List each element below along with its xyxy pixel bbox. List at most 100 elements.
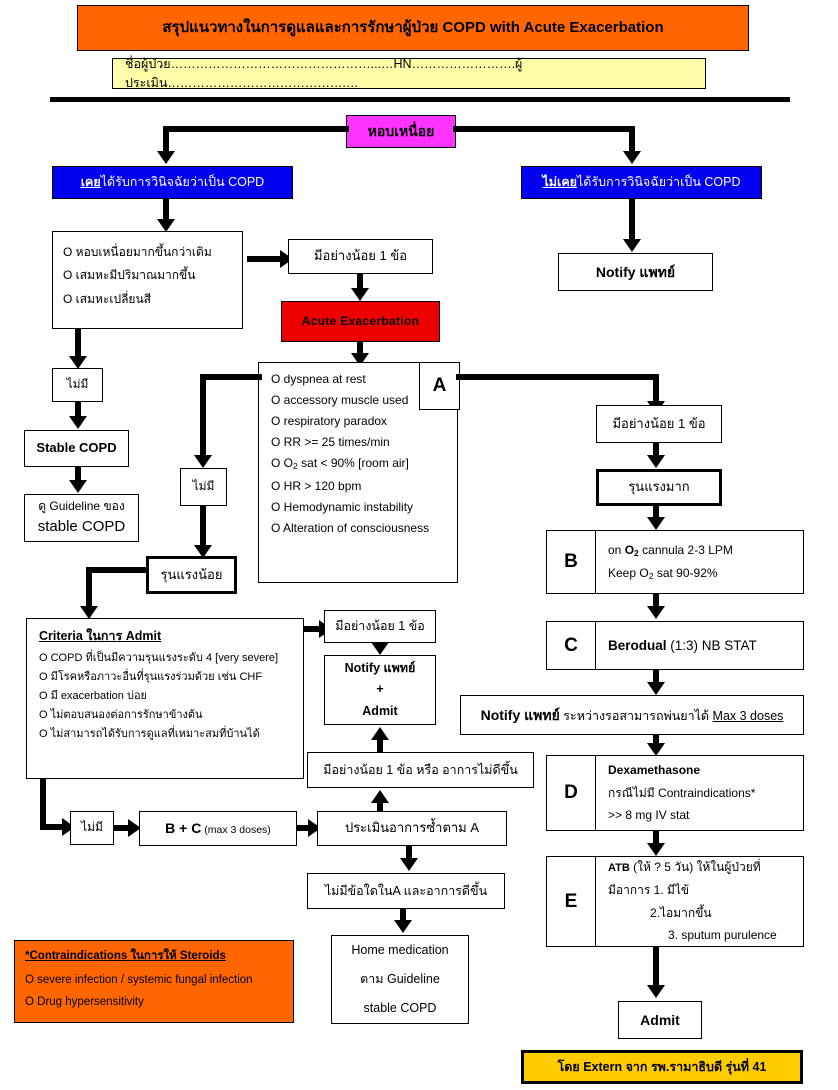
treatment-e-line1-bold: ATB xyxy=(608,861,630,874)
connector-b-to-c xyxy=(653,594,659,608)
arrow-known-to-symptoms xyxy=(157,219,175,232)
criteria-item-0: O COPD ที่เป็นมีความรุนแรงระดับ 4 [very … xyxy=(39,651,279,664)
treatment-b-line2-sub: 2 xyxy=(648,571,654,582)
notify-max-line: Notify แพทย์ ระหว่างรอสามารถพ่นยาได้ Max… xyxy=(481,705,784,725)
a-item-4: O HR > 120 bpm xyxy=(271,478,362,493)
node-acute-exacerbation-label: Acute Exacerbation xyxy=(301,313,420,328)
connector-criteria-down xyxy=(40,779,46,827)
notify-admit-line3: Admit xyxy=(362,703,398,718)
connector-none1-to-stable xyxy=(75,402,81,418)
notify-max-bold: Notify แพทย์ xyxy=(480,706,560,723)
connector-criteria-to-none3 xyxy=(40,824,66,830)
a-item-0: O dyspnea at rest xyxy=(271,372,366,386)
treatment-b-line2-pre: Keep O xyxy=(608,566,649,580)
notify-admit-line2: + xyxy=(376,682,384,697)
node-treatment-d: D Dexamethasone กรณีไม่มี Contraindicati… xyxy=(546,755,804,831)
arrow-c-to-notifymax xyxy=(647,682,665,695)
node-notify-doctor-label: Notify แพทย์ xyxy=(595,263,676,280)
node-see-guideline-line2: stable COPD xyxy=(37,517,126,535)
node-reassess-a: ประเมินอาการซ้ำตาม A xyxy=(317,811,507,846)
footnote-title: *Contraindications ในการให้ Steroids xyxy=(25,950,226,963)
a-item-1: O accessory muscle used xyxy=(271,393,409,407)
node-mild-severity-label: รุนแรงน้อย xyxy=(160,566,223,582)
node-see-guideline: ดู Guideline ของ stable COPD xyxy=(24,494,139,542)
node-admit: Admit xyxy=(618,1001,702,1039)
treatment-c-bold: Berodual xyxy=(608,637,667,653)
node-reassess-a-label: ประเมินอาการซ้ำตาม A xyxy=(344,820,480,836)
node-severe-severity: รุนแรงมาก xyxy=(596,469,722,506)
connector-mild-down xyxy=(86,567,92,608)
node-no-a-improved: ไม่มีข้อใดในA และอาการดีขึ้น xyxy=(307,873,505,909)
treatment-d-line2: กรณีไม่มี Contraindications* xyxy=(608,785,756,800)
notify-admit-line1: Notify แพทย์ xyxy=(344,661,416,676)
footnote-contraindications: *Contraindications ในการให้ Steroids O s… xyxy=(14,940,294,1023)
a-item-o2-pre: O O xyxy=(271,456,294,470)
criteria-title-en1: Criteria xyxy=(39,629,83,643)
node-at-least-one-2: มีอย่างน้อย 1 ข้อ xyxy=(324,610,436,643)
arrow-e-to-admit xyxy=(647,985,665,998)
unknown-copd-prefix: ไม่เคย xyxy=(542,175,578,190)
connector-severe-to-b xyxy=(653,506,659,519)
arrow-symptoms-to-none1 xyxy=(69,356,87,369)
criteria-title-en2: Admit xyxy=(125,629,162,643)
home-med-line1: Home medication xyxy=(351,943,449,958)
connector-a-left xyxy=(200,374,262,380)
criteria-item-2: O มี exacerbation บ่อย xyxy=(39,689,147,702)
treatment-c-rest: (1:3) NB STAT xyxy=(666,637,757,653)
connector-start-right-down xyxy=(629,126,635,153)
connector-none2-to-mild xyxy=(200,506,206,547)
notify-max-underlined: Max 3 doses xyxy=(712,708,784,723)
connector-symptoms-to-atleast1 xyxy=(247,256,282,262)
a-item-o2-post: sat < 90% [room air] xyxy=(297,456,409,470)
symptom-item-2: O เสมหะเปลี่ยนสี xyxy=(63,291,151,306)
connector-a-right-down xyxy=(653,374,659,403)
patient-info-field[interactable]: ชื่อผู้ป่วย…………………………………………...…HN…………………… xyxy=(112,57,706,90)
node-admit-label: Admit xyxy=(640,1011,680,1028)
node-treatment-b: B on O2 cannula 2-3 LPM Keep O2 sat 90-9… xyxy=(546,530,804,594)
arrow-atleast2-to-notifyadmit xyxy=(371,642,389,655)
a-item-o2-sub: 2 xyxy=(293,461,298,472)
connector-d-to-e xyxy=(653,831,659,845)
node-start-dyspnea: หอบเหนื่อย xyxy=(346,115,456,148)
node-known-copd-label: เคยได้รับการวินิจฉัยว่าเป็น COPD xyxy=(81,173,264,191)
arrow-severe-to-b xyxy=(647,517,665,530)
symptom-item-0: O หอบเหนื่อยมากขึ้นกว่าเดิม xyxy=(63,245,212,259)
patient-info-text: ชื่อผู้ป่วย…………………………………………...…HN…………………… xyxy=(125,57,523,90)
arrow-reassess-to-ornotbetter xyxy=(371,790,389,803)
unknown-copd-rest: ได้รับการวินิจฉัยว่าเป็น COPD xyxy=(577,175,741,190)
criteria-item-4: O ไม่สามารถได้รับการดูแลที่เหมาะสมที่บ้า… xyxy=(39,727,260,740)
credit-text: โดย Extern จาก รพ.รามาธิบดี รุ่นที่ 41 xyxy=(557,1059,767,1074)
node-b-plus-c: B + C (max 3 doses) xyxy=(139,811,297,846)
node-or-not-better-label: มีอย่างน้อย 1 ข้อ หรือ อาการไม่ดีขึ้น xyxy=(323,762,518,777)
connector-reassess-up xyxy=(377,801,383,813)
arrow-to-known-copd xyxy=(157,151,175,164)
connector-a-right xyxy=(456,374,659,380)
a-item-5: O Hemodynamic instability xyxy=(271,499,414,514)
b-plus-c-bold: B + C xyxy=(165,820,202,837)
connector-mild-left xyxy=(86,567,148,573)
treatment-b-line1: on O2 cannula 2-3 LPM xyxy=(608,539,803,562)
footnote-title-en2: Steroids xyxy=(179,950,226,962)
home-med-line3: stable COPD xyxy=(363,1000,437,1015)
page-title-text: สรุปแนวทางในการดูแลและการรักษาผู้ป่วย CO… xyxy=(162,19,664,37)
connector-known-to-symptoms xyxy=(163,199,169,221)
connector-orworse-to-notifyadmit xyxy=(377,740,383,752)
treatment-b-line1-bold: O xyxy=(624,543,635,558)
arrow-noaimproved-to-home xyxy=(394,920,412,933)
a-item-6: O Alteration of consciousness xyxy=(271,520,430,535)
credit-badge: โดย Extern จาก รพ.รามาธิบดี รุ่นที่ 41 xyxy=(521,1050,803,1084)
node-treatment-e-letter: E xyxy=(547,857,596,946)
connector-start-left-down xyxy=(163,126,169,153)
node-notify-admit: Notify แพทย์ + Admit xyxy=(324,655,436,725)
treatment-d-line3: >> 8 mg IV stat xyxy=(608,808,690,823)
treatment-e-line1-rest: (ให้ ? 5 วัน) ให้ในผู้ป่วยที่ xyxy=(629,859,761,874)
node-none-2: ไม่มี xyxy=(180,468,227,506)
treatment-e-line1: ATB (ให้ ? 5 วัน) ให้ในผู้ป่วยที่ xyxy=(608,856,803,879)
node-stable-copd-label: Stable COPD xyxy=(36,440,117,456)
connector-none3-to-bc xyxy=(114,825,132,831)
node-treatment-c-letter: C xyxy=(547,622,596,669)
arrow-orworse-to-notifyadmit xyxy=(371,727,389,740)
node-treatment-b-letter: B xyxy=(547,531,596,593)
connector-criteria-to-atleast2 xyxy=(304,626,322,632)
node-severe-severity-label: รุนแรงมาก xyxy=(628,479,690,495)
